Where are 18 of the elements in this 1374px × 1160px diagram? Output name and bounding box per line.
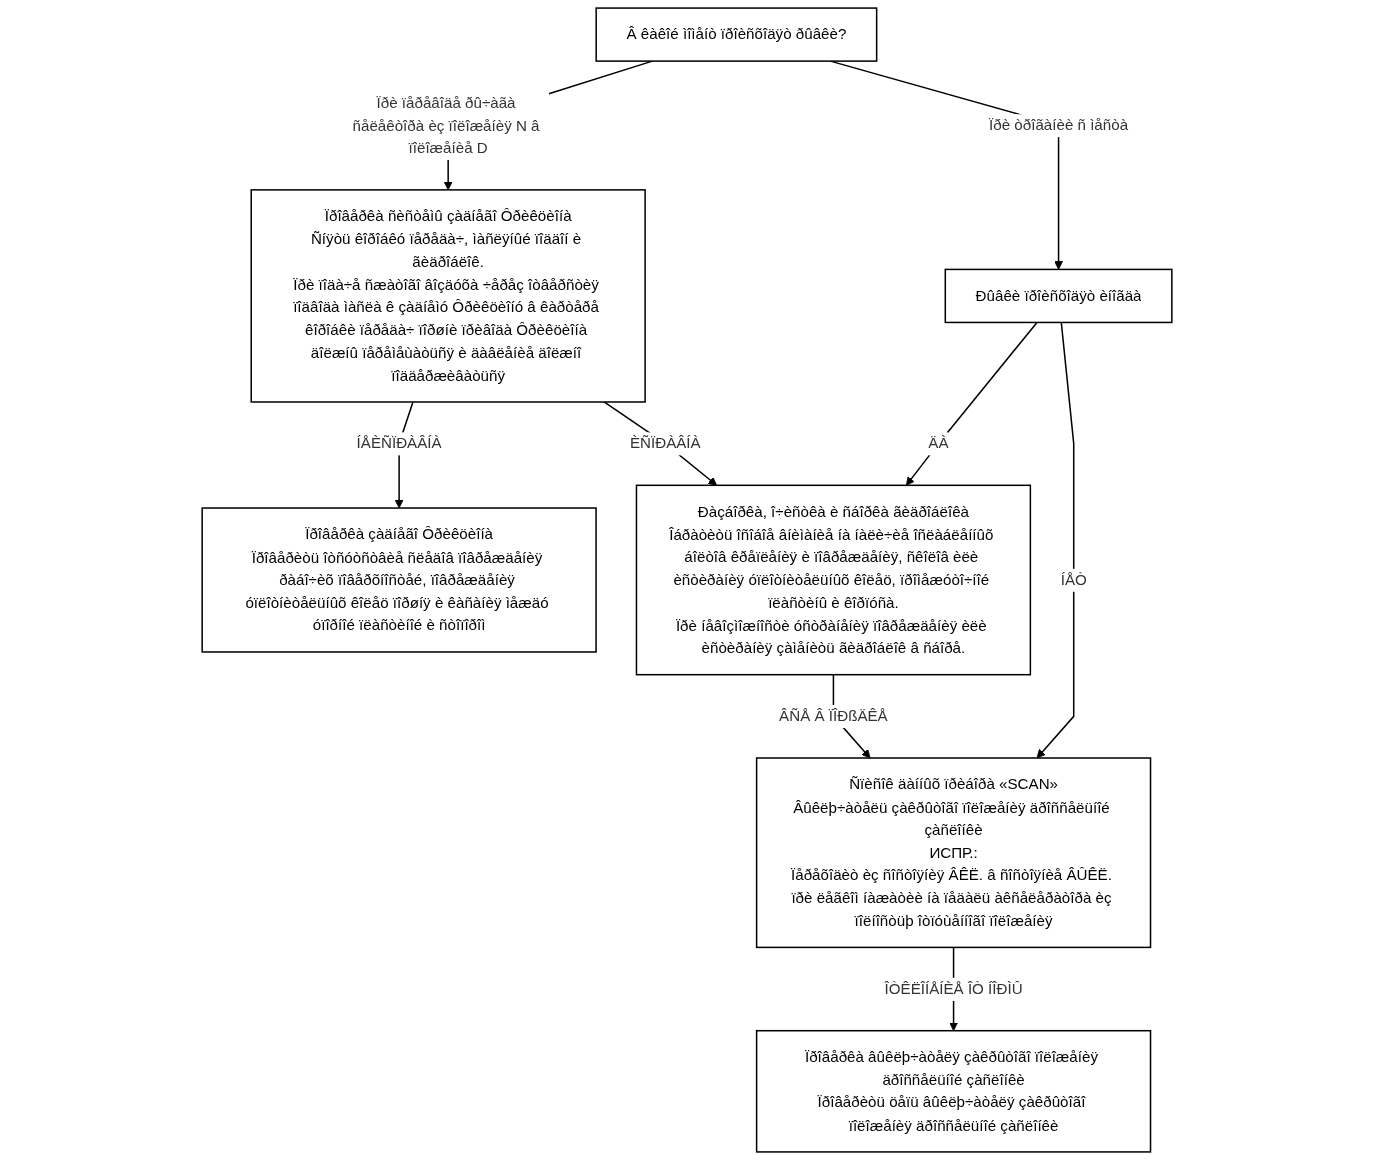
- node-box: Ðûâêè ïðîèñõîäÿò èíîãäà: [944, 268, 1173, 324]
- edge-label: ÂÑÅ Â ÏÎÐßÄÊÅ: [779, 707, 888, 725]
- edge-label: Ïðè ïåðåâîäå ðû÷àãà ñåëåêòîðà èç ïîëîæåíèÿ N â ïîëîæåíèå D: [352, 93, 540, 157]
- arrow: [1036, 321, 1075, 759]
- node-box: Ñïèñîê äàííûõ ïðèáîðà «SCAN» Âûêëþ÷àòåëü çàêðûòîãî ïîëîæåíèÿ äðîññåëüíîé çàñëîíêè ИСПР.: Ïåðåõîäèò èç ñîñòîÿíèÿ ÂÊË. â ñîñòîÿíèå ÂÛÊË. ïðè ëåãêîì íàæàòèè íà ïåäàëü àêñåëåðàòîðà èç ïîëíîñòüþ îòïóùåííîãî ïîëîæåíèÿ: [755, 757, 1152, 949]
- edge-label: ÍÅÒ: [1060, 570, 1087, 588]
- node-box: Ïðîâåðêà ñèñòåìû çàäíåãî Ôðèêöèîíà Ñíÿòü êîðîáêó ïåðåäà÷, ìàñëÿíûé ïîääîí è ãèäðîáëîê. Ïðè ïîäà÷å ñæàòîãî âîçäóõà ÷åðåç îòâåðñòèÿ ïîäâîäà ìàñëà ê çàäíåìó Ôðèêöèîíó â êàðòåðå êîðîáêè ïåðåäà÷ ïîðøíè ïðèâîäà Ôðèêöèîíà äîëæíû ïåðåìåùàòüñÿ è äàâëåíèå äîëæíî ïîääåðæèâàòüñÿ: [250, 189, 646, 403]
- edge-label: ÈÑÏÐÀÂÍÀ: [629, 434, 701, 452]
- edge-label: ÄÀ: [928, 434, 949, 452]
- node-box: Ïðîâåðêà çàäíåãî Ôðèêöèîíà Ïðîâåðèòü îòñóòñòâèå ñëåäîâ ïîâðåæäåíèÿ ðàáî÷èõ ïîâåðõíîñòåé, ïîâðåæäåíèÿ óïëîòíèòåëüíûõ êîëåö ïîðøíÿ è êàñàíèÿ ìåæäó óïîðíîé ïëàñòèíîé è ñòîïîðîì: [201, 507, 597, 653]
- node-box: Ðàçáîðêà, î÷èñòêà è ñáîðêà ãèäðîáëîêà Îáðàòèòü îñîáîå âíèìàíèå íà íàëè÷èå îñëàáëåííûõ áîëòîâ êðåïëåíèÿ è ïîâðåæäåíèÿ, ñêîëîâ èëè èñòèðàíèÿ óïëîòíèòåëüíûõ êîëåö, ïðîìåæóòî÷íîé ïëàñòèíû è êîðïóñà. Ïðè íåâîçìîæíîñòè óñòðàíåíèÿ ïîâðåæäåíèÿ èëè èñòèðàíèÿ çàìåíèòü ãèäðîáëîê â ñáîðå.: [635, 484, 1032, 676]
- edge-label: ÍÅÈÑÏÐÀÂÍÀ: [356, 434, 442, 452]
- arrow: [603, 401, 718, 486]
- node-box: Ïðîâåðêà âûêëþ÷àòåëÿ çàêðûòîãî ïîëîæåíèÿ äðîññåëüíîé çàñëîíêè Ïðîâåðèòü öåïü âûêëþ÷àòåëÿ çàêðûòîãî ïîëîæåíèÿ äðîññåëüíîé çàñëîíêè: [755, 1029, 1152, 1153]
- arrow: [905, 321, 1038, 486]
- edge-label: ÎÒÊËÎÍÅÍÈÅ ÎÒ ÍÎÐÌÛ: [884, 979, 1023, 997]
- node-box: Â êàêîé ìîìåíò ïðîèñõîäÿò ðûâêè?: [595, 7, 878, 62]
- edge-label: Ïðè òðîãàíèè ñ ìåñòà: [989, 116, 1129, 134]
